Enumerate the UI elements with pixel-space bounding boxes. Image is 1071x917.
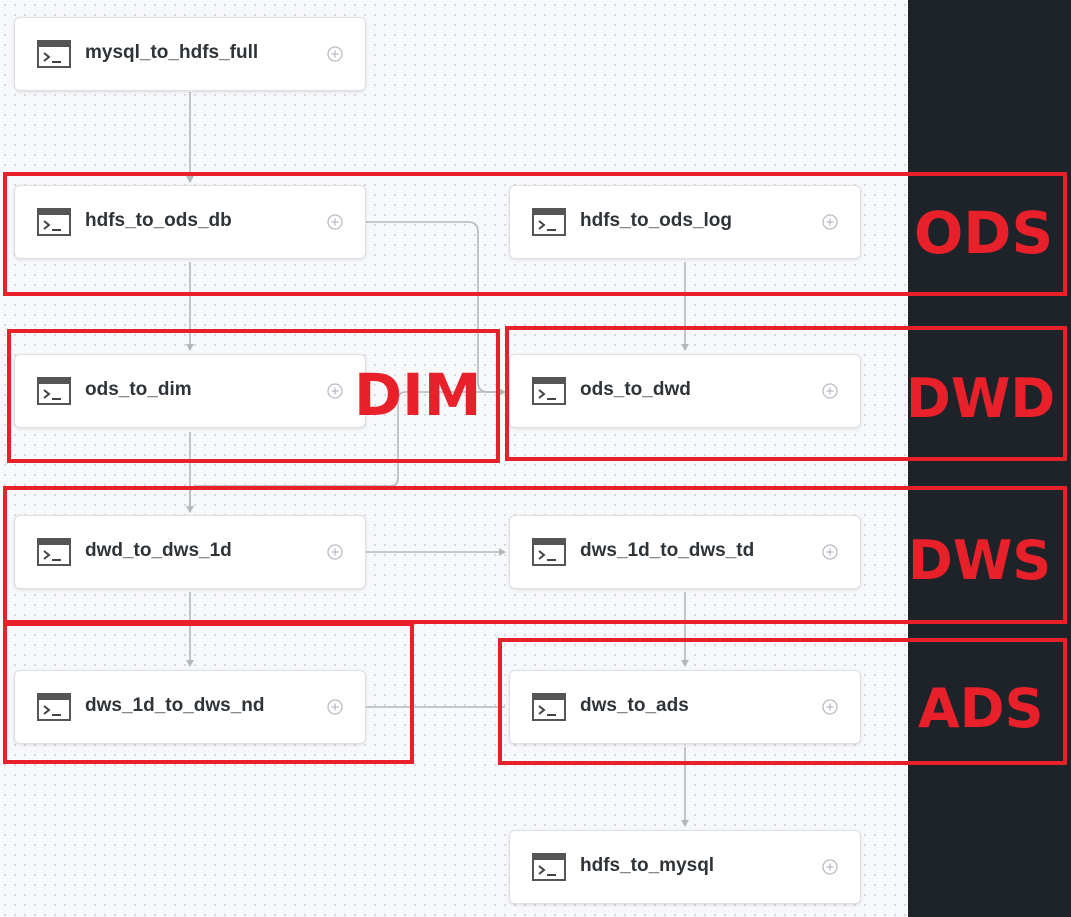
ads-layer-box: [498, 638, 1067, 765]
dws-nd-layer-box: [3, 622, 414, 764]
ads-layer-label: ADS: [918, 677, 1044, 740]
terminal-icon: [37, 40, 71, 68]
dim-layer-label: DIM: [354, 361, 482, 429]
add-circle-icon[interactable]: [822, 544, 838, 560]
ods-layer-box: [3, 172, 1067, 296]
terminal-icon: [37, 538, 71, 566]
task-node-mysql-to-hdfs-full[interactable]: mysql_to_hdfs_full: [14, 17, 366, 91]
dwd-layer-box: [505, 326, 1067, 461]
terminal-icon: [532, 377, 566, 405]
task-node-label: hdfs_to_ods_log: [580, 210, 733, 231]
task-node-label: dwd_to_dws_1d: [85, 540, 232, 561]
terminal-icon: [532, 208, 566, 236]
task-node-label: ods_to_dwd: [580, 379, 691, 400]
add-circle-icon[interactable]: [327, 383, 343, 399]
add-circle-icon[interactable]: [327, 214, 343, 230]
task-node-label: dws_1d_to_dws_td: [580, 540, 755, 561]
task-node-label: dws_1d_to_dws_nd: [85, 695, 265, 716]
task-node-label: hdfs_to_ods_db: [85, 210, 232, 231]
dim-layer-box: [7, 329, 500, 463]
task-node-label: ods_to_dim: [85, 379, 192, 400]
terminal-icon: [532, 693, 566, 721]
ods-layer-label: ODS: [914, 199, 1054, 267]
task-node-hdfs-to-ods-db[interactable]: hdfs_to_ods_db: [14, 185, 366, 259]
terminal-icon: [37, 208, 71, 236]
task-node-label: hdfs_to_mysql: [580, 855, 715, 876]
dws-layer-box: [3, 486, 1067, 624]
task-node-hdfs-to-ods-log[interactable]: hdfs_to_ods_log: [509, 185, 861, 259]
add-circle-icon[interactable]: [822, 859, 838, 875]
add-circle-icon[interactable]: [327, 46, 343, 62]
task-node-dws-to-ads[interactable]: dws_to_ads: [509, 670, 861, 744]
task-node-dws-1d-to-dws-nd[interactable]: dws_1d_to_dws_nd: [14, 670, 366, 744]
add-circle-icon[interactable]: [327, 544, 343, 560]
task-node-ods-to-dim[interactable]: ods_to_dim: [14, 354, 366, 428]
task-node-dws-1d-to-dws-td[interactable]: dws_1d_to_dws_td: [509, 515, 861, 589]
task-node-label: dws_to_ads: [580, 695, 689, 716]
dwd-layer-label: DWD: [906, 367, 1056, 430]
add-circle-icon[interactable]: [822, 383, 838, 399]
task-node-dwd-to-dws-1d[interactable]: dwd_to_dws_1d: [14, 515, 366, 589]
task-node-label: mysql_to_hdfs_full: [85, 42, 259, 63]
add-circle-icon[interactable]: [327, 699, 343, 715]
terminal-icon: [37, 693, 71, 721]
add-circle-icon[interactable]: [822, 214, 838, 230]
dws-layer-label: DWS: [908, 529, 1052, 592]
terminal-icon: [37, 377, 71, 405]
add-circle-icon[interactable]: [822, 699, 838, 715]
task-node-hdfs-to-mysql[interactable]: hdfs_to_mysql: [509, 830, 861, 904]
task-node-ods-to-dwd[interactable]: ods_to_dwd: [509, 354, 861, 428]
terminal-icon: [532, 853, 566, 881]
terminal-icon: [532, 538, 566, 566]
